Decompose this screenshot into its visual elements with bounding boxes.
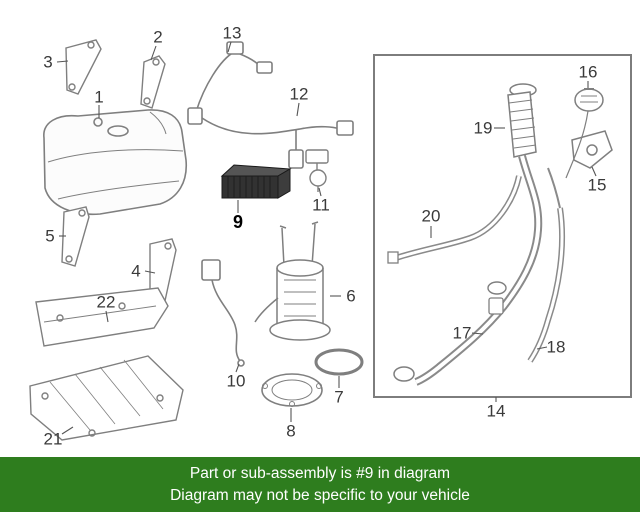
part-22-crossmember	[35, 287, 169, 347]
part-10-harness	[201, 259, 245, 367]
parts-diagram-svg	[29, 39, 632, 441]
callout-3[interactable]: 3	[43, 52, 53, 72]
callout-15[interactable]: 15	[587, 175, 607, 195]
callout-5[interactable]: 5	[45, 226, 55, 246]
part-17-filler-pipe	[393, 154, 543, 386]
banner-line-1: Part or sub-assembly is #9 in diagram	[189, 465, 451, 483]
part-21-skid-plate	[29, 355, 184, 441]
callout-8[interactable]: 8	[286, 421, 296, 441]
callout-1[interactable]: 1	[94, 87, 104, 107]
callout-14[interactable]: 14	[486, 401, 506, 421]
callout-10[interactable]: 10	[226, 371, 246, 391]
part-5-strap	[61, 206, 90, 267]
part-9-control-module-highlighted	[220, 164, 292, 199]
callout-4[interactable]: 4	[131, 261, 141, 281]
callout-21[interactable]: 21	[43, 429, 63, 449]
highlight-banner: Part or sub-assembly is #9 in diagram Di…	[0, 457, 640, 512]
callout-16[interactable]: 16	[578, 62, 598, 82]
callout-2[interactable]: 2	[153, 27, 163, 47]
callout-17[interactable]: 17	[452, 323, 472, 343]
callout-13[interactable]: 13	[222, 23, 242, 43]
cap-tether	[565, 110, 589, 179]
part-8-seal-flange	[261, 373, 323, 407]
callout-12[interactable]: 12	[289, 84, 309, 104]
part-1-fuel-tank	[43, 109, 187, 216]
group-box-14	[373, 54, 632, 398]
part-2-strap	[140, 55, 166, 109]
callout-6[interactable]: 6	[346, 286, 356, 306]
part-3-strap	[65, 39, 102, 95]
banner-line-2: Diagram may not be specific to your vehi…	[170, 486, 470, 504]
callout-20[interactable]: 20	[421, 206, 441, 226]
part-18-vent-hose	[527, 167, 566, 363]
callout-7[interactable]: 7	[334, 387, 344, 407]
callout-19[interactable]: 19	[473, 118, 493, 138]
part-16-fuel-cap	[574, 88, 604, 112]
part-12-harness	[187, 107, 354, 169]
callout-18[interactable]: 18	[546, 337, 566, 357]
callout-9[interactable]: 9	[232, 212, 244, 232]
part-6-fuel-pump-module	[254, 221, 331, 341]
part-19-filler-neck	[507, 83, 537, 158]
part-20-vent-pipe	[387, 175, 522, 315]
callout-11[interactable]: 11	[312, 195, 330, 215]
callout-22[interactable]: 22	[96, 292, 116, 312]
leader-lines	[56, 41, 597, 435]
part-7-oring	[314, 348, 364, 376]
part-11-sensor	[305, 149, 329, 192]
part-15-bracket	[571, 130, 613, 169]
part-13-harness	[192, 41, 273, 118]
